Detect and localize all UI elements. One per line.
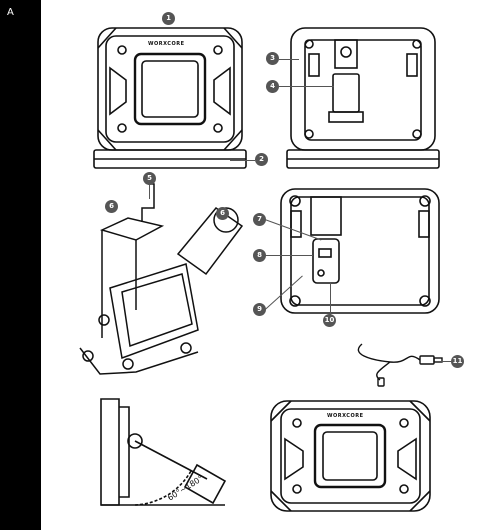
- callout-5: 5: [143, 172, 156, 185]
- leader-line-3: [279, 59, 299, 60]
- callout-1: 1: [162, 12, 175, 25]
- callout-11: 11: [451, 355, 464, 368]
- figure-front-view: WORXCORE: [90, 18, 250, 173]
- callout-2: 2: [255, 153, 268, 166]
- leader-line-2: [230, 160, 255, 161]
- callout-7: 7: [253, 213, 266, 226]
- figure-usb-cable: [350, 340, 450, 390]
- leader-line-4: [279, 86, 334, 87]
- callout-4: 4: [266, 80, 279, 93]
- sidebar-panel: A: [0, 0, 41, 530]
- callout-9: 9: [253, 303, 266, 316]
- brand-mark: WORXCORE: [148, 41, 185, 47]
- leader-line-5: [149, 184, 150, 199]
- brand-mark-bottom: WORXCORE: [327, 413, 364, 419]
- leader-line-8: [265, 255, 313, 256]
- figure-back-view: [283, 18, 443, 173]
- callout-8: 8: [253, 249, 266, 262]
- callout-6-right: 6: [216, 207, 229, 220]
- leader-line-11: [435, 361, 451, 362]
- callout-6-left: 6: [105, 200, 118, 213]
- figure-front-view-bottom: WORXCORE: [263, 395, 438, 517]
- figure-tilt-view: [95, 393, 245, 515]
- leader-line-10: [330, 282, 331, 316]
- section-letter: A: [7, 7, 14, 18]
- callout-3: 3: [266, 52, 279, 65]
- callout-10: 10: [323, 314, 336, 327]
- figure-port-view: [275, 183, 445, 319]
